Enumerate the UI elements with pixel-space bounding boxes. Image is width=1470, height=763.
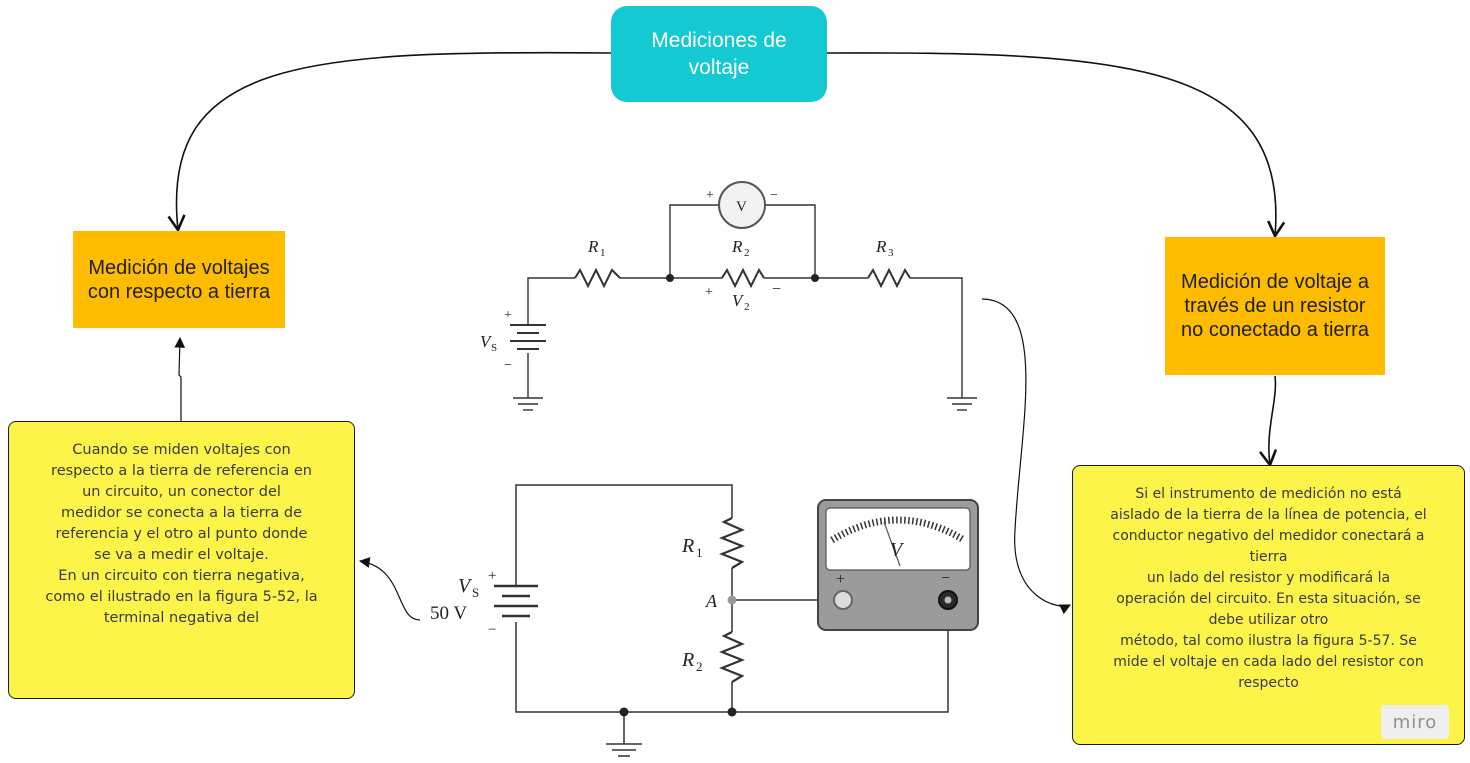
meter-plus-sign: +	[706, 188, 714, 203]
label-r2: R	[731, 237, 743, 256]
note-line: un lado del resistor y modificará la	[1146, 570, 1391, 586]
voltmeter-needle	[883, 521, 901, 567]
circuit-figure-bottom	[494, 484, 949, 757]
analog-voltmeter	[817, 499, 979, 631]
note-line: debe utilizar otro	[1208, 612, 1329, 628]
note-line: Si el instrumento de medición no está	[1135, 486, 1402, 502]
title-node-text: Mediciones de voltaje	[651, 29, 787, 79]
voltmeter-dial-label: V	[890, 539, 905, 561]
meter-minus-sign: −	[770, 188, 778, 203]
note-line: aislado de la tierra de la línea de pote…	[1110, 507, 1427, 523]
resistor-r2-icon	[719, 631, 745, 683]
miro-watermark[interactable]: miro	[1381, 705, 1449, 739]
circuit-figure-top	[510, 181, 977, 411]
note-line: En un circuito con tierra negativa,	[58, 568, 305, 584]
voltmeter-plus-sign: +	[836, 571, 845, 588]
heading-node-ground-measurement[interactable]: Medición de voltajes con respecto a tier…	[73, 231, 285, 328]
r2-plus-sign: +	[705, 285, 713, 300]
junction-dot	[619, 707, 629, 717]
note-line: Cuando se miden voltajes con	[72, 442, 291, 458]
voltmeter-minus-sign: −	[941, 570, 950, 587]
note-line: medidor se conecta a la tierra de	[60, 505, 303, 521]
connector-figure-to-left-note	[358, 557, 421, 621]
label-vs: V	[458, 575, 473, 597]
battery-minus-sign: −	[488, 622, 496, 638]
label-r1-subscript: 1	[696, 545, 703, 560]
sticky-note-left[interactable]: Cuando se miden voltajes con respecto a …	[8, 421, 355, 699]
note-line: operación del circuito. En esta situació…	[1116, 591, 1421, 607]
negative-terminal-core	[944, 596, 952, 604]
watermark-text: miro	[1392, 711, 1438, 733]
voltmeter-scale	[830, 516, 966, 543]
note-line: referencia y el otro al punto donde	[55, 526, 308, 542]
label-r2: R	[681, 649, 694, 671]
circuit-figure-top-labels: V + − R 1 R 2 R 3 + − V 2 + − V S	[480, 188, 894, 373]
battery-plus-sign: +	[488, 568, 496, 584]
battery-icon	[494, 584, 538, 618]
heading-node-floating-resistor[interactable]: Medición de voltaje a través de un resis…	[1165, 237, 1385, 375]
label-r3-subscript: 3	[888, 247, 894, 259]
junction-dot	[666, 274, 674, 282]
heading-node-text: Medición de voltajes con respecto a tier…	[87, 256, 271, 303]
label-node-a: A	[705, 591, 718, 611]
circuit-figure-bottom-labels: V S 50 V + − R 1 R 2 A V + −	[430, 535, 950, 674]
note-line: terminal negativa del	[103, 610, 260, 626]
label-vs-value: 50 V	[430, 603, 467, 624]
note-line: se va a medir el voltaje.	[94, 547, 269, 563]
label-vs-subscript: S	[472, 585, 479, 600]
connector-figure-to-right-note	[981, 298, 1071, 615]
resistor-r1-icon	[574, 267, 621, 289]
heading-node-text: Medición de voltaje a través de un resis…	[1181, 271, 1369, 341]
positive-terminal-icon	[833, 590, 853, 610]
title-node[interactable]: Mediciones de voltaje	[611, 6, 827, 102]
label-vs-subscript: S	[491, 342, 497, 354]
node-a-dot	[727, 595, 737, 605]
connector-title-to-right	[826, 52, 1286, 239]
label-r1-subscript: 1	[600, 247, 606, 259]
label-v2-subscript: 2	[744, 301, 750, 313]
sticky-note-right[interactable]: Si el instrumento de medición no está ai…	[1072, 465, 1465, 745]
voltmeter-icon	[718, 181, 766, 229]
note-line: un circuito, un conector del	[82, 484, 281, 500]
r2-minus-sign: −	[772, 281, 781, 298]
connector-left-note-to-heading	[174, 336, 186, 421]
junction-dot	[811, 274, 819, 282]
connector-title-to-left	[167, 51, 612, 233]
resistor-r1-icon	[719, 517, 745, 569]
note-line: tierra	[1249, 549, 1288, 565]
note-line: como el ilustrado en la figura 5-52, la	[45, 589, 318, 605]
note-line: respecto a la tierra de referencia en	[51, 463, 312, 479]
label-r1: R	[587, 237, 599, 256]
label-vs: V	[480, 332, 493, 351]
connectors	[167, 51, 1286, 621]
resistor-r3-icon	[867, 267, 911, 289]
label-r2-subscript: 2	[696, 659, 703, 674]
meter-symbol: V	[736, 199, 747, 215]
label-r2-subscript: 2	[744, 247, 750, 259]
ground-icon-top-right	[947, 397, 977, 411]
connector-right-heading-to-note	[1259, 375, 1278, 468]
note-line: conductor negativo del medidor conectará…	[1112, 528, 1425, 544]
label-v2: V	[732, 291, 745, 310]
resistor-r2-icon	[721, 267, 765, 289]
label-r3: R	[875, 237, 887, 256]
ground-icon-top-left	[513, 397, 543, 411]
battery-plus-sign: +	[504, 308, 512, 323]
battery-icon	[510, 324, 546, 350]
battery-minus-sign: −	[504, 358, 512, 373]
label-r1: R	[681, 535, 694, 557]
note-line: mide el voltaje en cada lado del resisto…	[1113, 654, 1424, 670]
voltmeter-dial	[825, 507, 971, 571]
ground-icon-bottom	[606, 743, 642, 757]
note-line: método, tal como ilustra la figura 5-57.…	[1120, 633, 1417, 649]
note-line: respecto	[1238, 675, 1299, 691]
junction-dot	[727, 707, 737, 717]
